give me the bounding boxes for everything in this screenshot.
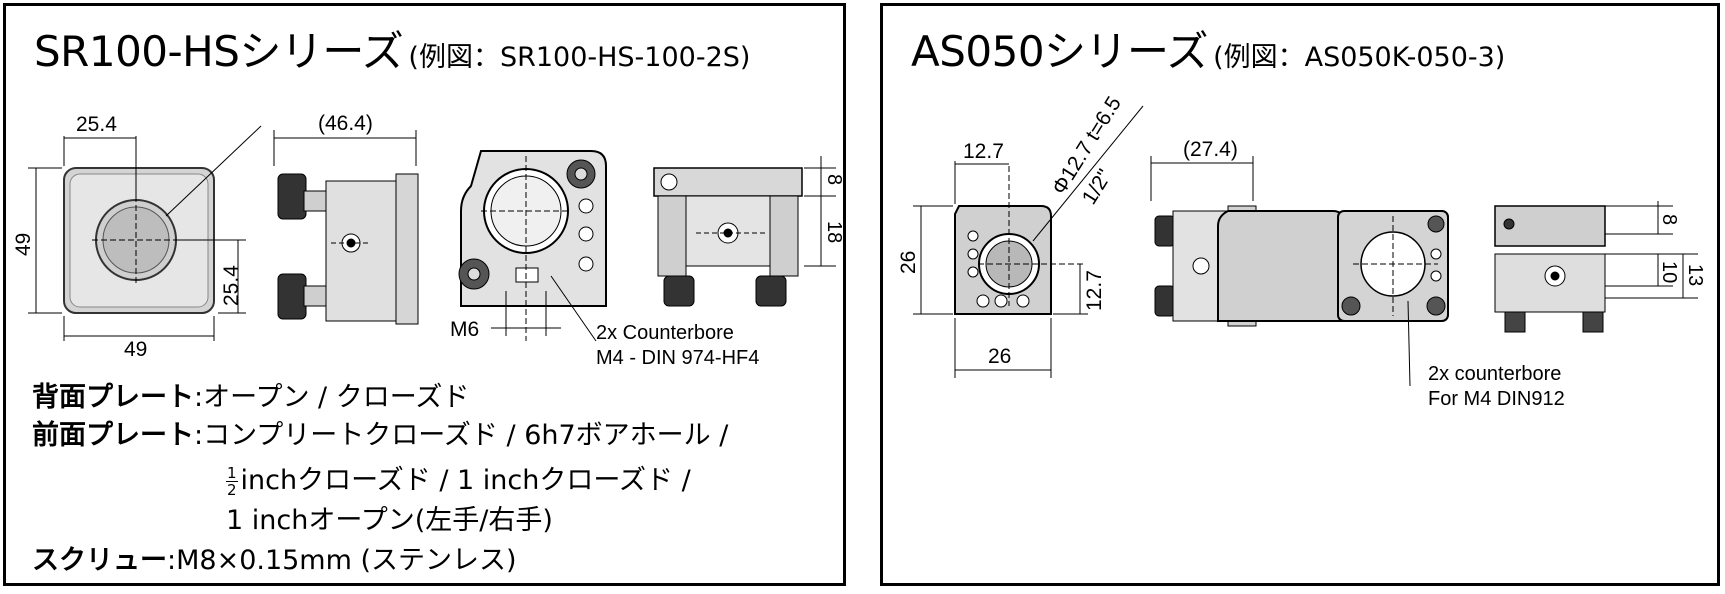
spec-front-plate: 前面プレート:コンプリートクローズド / 6h7ボアホール /	[32, 416, 728, 456]
as050-panel: AS050シリーズ (例図：AS050K-050-3)	[880, 3, 1720, 586]
as050-dim-front-right: 12.7	[1083, 270, 1106, 311]
sr100-dim-side-top: (46.4)	[318, 112, 373, 135]
sr100-hs-panel: SR100-HSシリーズ (例図：SR100-HS-100-2S)	[3, 3, 846, 586]
spec-screw: スクリュー:M8×0.15mm (ステンレス)	[32, 541, 517, 581]
as050-dim-side-top: (27.4)	[1183, 138, 1238, 161]
sr100-side-view	[273, 130, 419, 325]
sr100-dim-18: 18	[823, 221, 845, 243]
as050-dim-10: 10	[1658, 261, 1680, 283]
as050-top-view	[1494, 201, 1698, 333]
sr100-hs-title-main: SR100-HSシリーズ	[34, 27, 404, 76]
as050-drawing: 12.7 Φ12.7 t=6.5 1/2" 26 12.7 26 (27.4)	[897, 93, 1706, 410]
as050-title-sub: (例図：AS050K-050-3)	[1213, 42, 1506, 73]
spec-back-value: :オープン / クローズド	[194, 382, 470, 413]
as050-rear-view	[1217, 210, 1344, 322]
sr100-hs-title-sub: (例図：SR100-HS-100-2S)	[408, 42, 751, 73]
as050-title-main: AS050シリーズ	[911, 27, 1208, 76]
sr100-dim-front-bottom: 49	[124, 338, 147, 361]
sr100-top-view	[653, 156, 836, 307]
spec-front-value: :コンプリートクローズド / 6h7ボアホール /	[194, 420, 729, 451]
sr100-front-view	[28, 125, 262, 341]
sr100-dim-front-height: 49	[12, 233, 35, 256]
spec-front-value-3: 1 inchオープン(左手/右手)	[226, 505, 553, 536]
spec-frac-num: 1	[226, 464, 238, 482]
as050-callout-line1: 2x counterbore	[1428, 363, 1561, 385]
as050-dim-8: 8	[1658, 214, 1680, 225]
as050-title: AS050シリーズ (例図：AS050K-050-3)	[911, 18, 1505, 79]
sr100-dim-8: 8	[823, 174, 845, 185]
spec-front-value-2: inchクローズド / 1 inchクローズド /	[240, 465, 691, 496]
spec-front-label: 前面プレート	[32, 420, 194, 451]
spec-back-label: 背面プレート	[32, 382, 194, 413]
sr100-callout-line1: 2x Counterbore	[596, 322, 734, 344]
sr100-hs-title: SR100-HSシリーズ (例図：SR100-HS-100-2S)	[34, 18, 750, 79]
as050-dim-front-height: 26	[897, 251, 920, 274]
sr100-hs-drawing: 25.4 49 25.4 49 (46.4)	[12, 112, 845, 369]
sr100-dim-front-right: 25.4	[220, 265, 243, 306]
as050-dim-front-bottom: 26	[988, 345, 1011, 368]
spec-back-plate: 背面プレート:オープン / クローズド	[32, 378, 469, 418]
as050-callout-line2: For M4 DIN912	[1428, 388, 1565, 410]
spec-front-plate-line3: 1 inchオープン(左手/右手)	[226, 501, 553, 541]
sr100-dim-front-top: 25.4	[76, 113, 117, 136]
as050-rear-view-body	[1337, 210, 1449, 387]
sr100-dim-m6: M6	[450, 318, 479, 341]
sr100-rear-view	[458, 150, 607, 342]
as050-front-view	[913, 105, 1144, 378]
spec-screw-label: スクリュー	[32, 545, 167, 576]
as050-dim-13: 13	[1684, 264, 1706, 286]
sr100-callout-line2: M4 - DIN 974-HF4	[596, 347, 759, 369]
as050-dim-front-top: 12.7	[963, 140, 1004, 163]
spec-frac-den: 2	[227, 481, 237, 499]
spec-screw-value: :M8×0.15mm (ステンレス)	[167, 545, 517, 576]
